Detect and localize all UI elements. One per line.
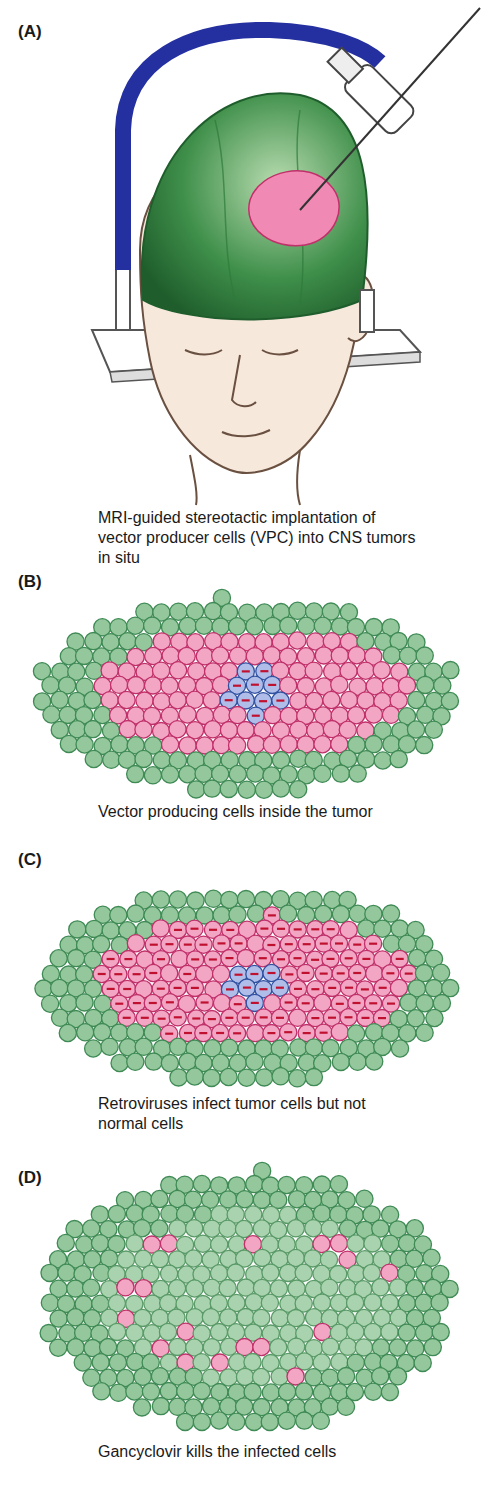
cell-cluster: [35, 890, 459, 1087]
panel-caption: Retroviruses infect tumor cells but not …: [98, 1094, 418, 1134]
panel-letter: (C): [18, 850, 58, 870]
head-illustration: [92, 8, 480, 505]
panel-letter: (D): [18, 1168, 58, 1188]
panel-letter: (A): [18, 22, 58, 42]
panel-caption: Vector producing cells inside the tumor: [98, 802, 418, 822]
cell-cluster: [40, 1162, 458, 1430]
cell-cluster: [33, 589, 459, 798]
panel-letter: (B): [18, 572, 58, 592]
cell-clusters: [33, 589, 459, 1430]
panel-caption: Gancyclovir kills the infected cells: [98, 1442, 418, 1462]
panel-caption: MRI-guided stereotactic implantation of …: [98, 508, 418, 568]
